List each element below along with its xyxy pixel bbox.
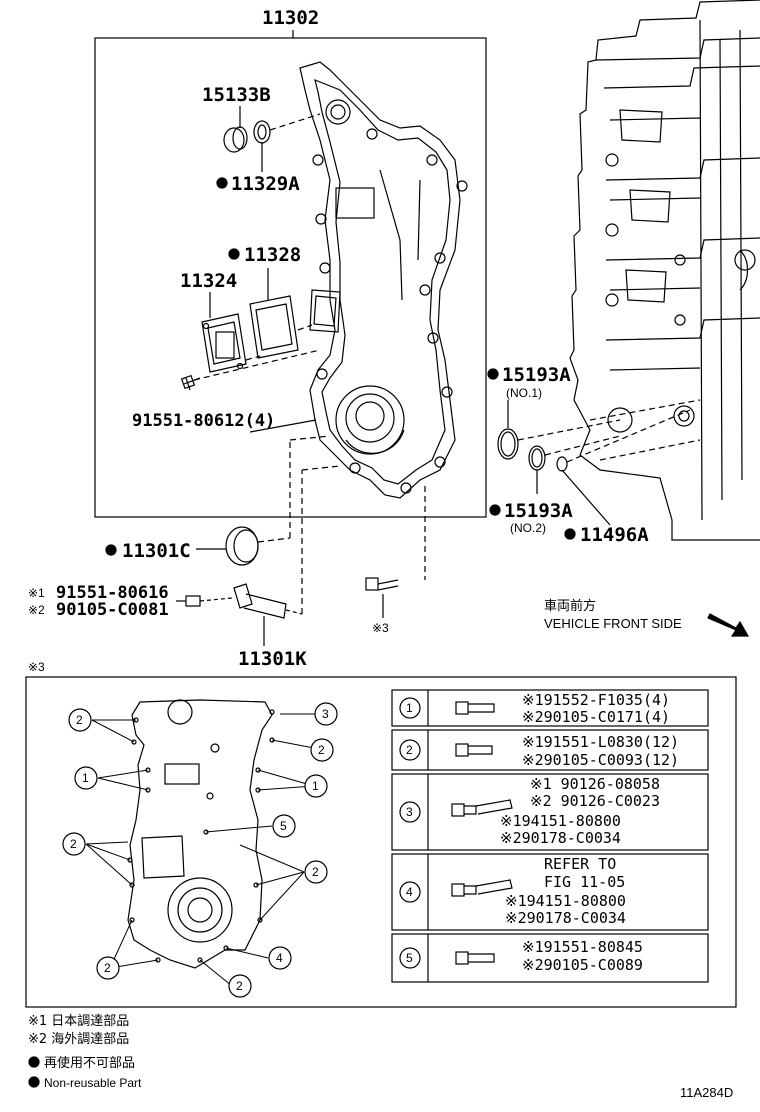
label-15133b: 15133B [202,84,271,106]
non-reusable-icon [489,504,501,516]
table-row-3-line-3: ※194151-80800 [500,812,621,830]
mark-s2: ※2 [28,603,45,617]
legend-nonreusable-jp: 再使用不可部品 [44,1055,135,1071]
mini-cover-drawing [127,699,275,969]
table-row-3-line-1: ※1 90126-08058 [530,775,660,793]
non-reusable-icon [105,544,117,556]
callout-2: 2 [104,961,111,975]
callout-2: 2 [70,837,77,851]
callout-1: 1 [82,771,89,785]
label-ref-s3: ※3 [372,621,389,635]
callout-5: 5 [280,819,287,833]
engine-block-drawing [569,0,760,541]
detail-callout-circles [62,702,338,998]
table-row-5-line-1: ※191551-80845 [522,938,643,956]
detail-title: ※3 [28,660,45,674]
figure-id: 11A284D [680,1085,733,1100]
bolt-table-grid [391,689,709,983]
table-row-4-line-3: ※194151-80800 [505,892,626,910]
label-11496a: 11496A [580,524,649,546]
oil-seal-drawing [196,435,331,566]
table-row-4-line-1: REFER TO [544,855,616,873]
table-bolt-icons [451,701,513,965]
callout-3: 3 [322,707,329,721]
label-s2-bolt: 90105-C0081 [56,600,169,620]
table-row-2-line-1: ※191551-L0830(12) [522,733,679,751]
label-11302: 11302 [262,7,319,29]
label-15193a-no1: 15193A [502,364,571,386]
callout-1: 1 [312,779,319,793]
label-no2: (NO.2) [510,521,546,535]
legend-nonreusable-en: Non-reusable Part [44,1076,142,1090]
non-reusable-icon [28,1056,40,1068]
bolt-s3-drawing [365,486,426,618]
callout-4: 4 [276,951,283,965]
table-row-5-num: 5 [406,951,413,965]
table-row-1-num: 1 [406,701,413,715]
table-row-3-num: 3 [406,805,413,819]
callout-2: 2 [76,713,83,727]
table-row-3-line-4: ※290178-C0034 [500,829,621,847]
plug-drawing [223,106,321,172]
table-row-2-line-2: ※290105-C0093(12) [522,751,679,769]
label-front-en: VEHICLE FRONT SIDE [544,616,682,631]
table-row-4-line-4: ※290178-C0034 [505,909,626,927]
legend-s1: ※1 日本調達部品 [28,1014,129,1029]
detail-frame [25,676,737,1008]
label-11328: 11328 [244,244,301,266]
legend-s2: ※2 海外調達部品 [28,1032,129,1047]
table-row-3-line-2: ※2 90126-C0023 [530,792,660,810]
label-11301c: 11301C [122,540,191,562]
table-row-2-num: 2 [406,743,413,757]
label-no1: (NO.1) [506,386,542,400]
non-reusable-icon [564,528,576,540]
table-row-4-num: 4 [406,885,413,899]
callout-2: 2 [318,743,325,757]
label-s1-bolt: 91551-80616 [56,583,169,603]
timing-cover-drawing [299,61,468,499]
label-11329a: 11329A [231,173,300,195]
label-bolt-91551-80612: 91551-80612(4) [132,411,275,431]
o-ring-drawing [497,400,691,526]
detail-leaders [85,713,318,987]
front-arrow-icon [707,613,750,637]
table-row-1-line-1: ※191552-F1035(4) [522,691,670,709]
label-front-jp: 車両前方 [544,598,596,614]
non-reusable-icon [228,248,240,260]
label-11324: 11324 [180,270,237,292]
water-outlet-drawing [180,268,321,433]
label-11301k: 11301K [238,648,307,670]
table-row-4-line-2: FIG 11-05 [544,873,625,891]
table-row-5-line-2: ※290105-C0089 [522,956,643,974]
mark-s1: ※1 [28,586,45,600]
sensor-drawing [176,465,341,646]
non-reusable-icon [216,177,228,189]
table-row-1-line-2: ※290105-C0171(4) [522,708,670,726]
non-reusable-icon [28,1076,40,1088]
callout-2: 2 [312,865,319,879]
label-15193a-no2: 15193A [504,500,573,522]
callout-2: 2 [236,979,243,993]
non-reusable-icon [487,368,499,380]
